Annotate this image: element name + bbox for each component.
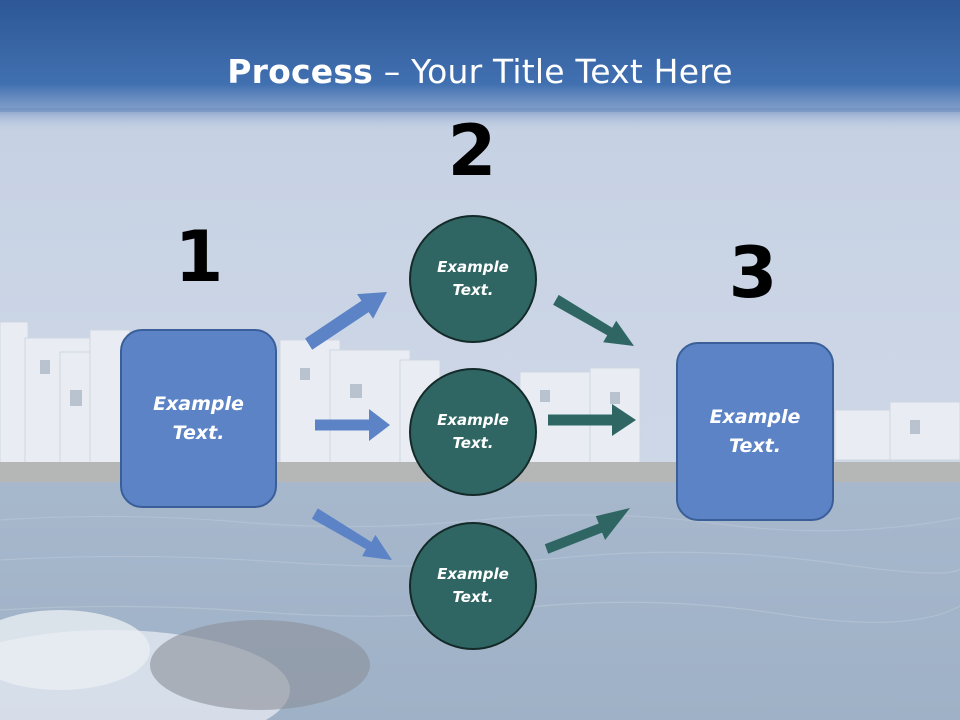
slide-title-rest: – Your Title Text Here: [373, 52, 733, 91]
arrow-from-bottom-circle: [544, 508, 630, 554]
step-number-2: 2: [447, 110, 497, 192]
step-number-3: 3: [728, 232, 778, 314]
step-1-box: Example Text.: [120, 329, 277, 508]
arrow-to-top-circle: [305, 292, 387, 350]
arrow-from-top-circle: [553, 294, 634, 346]
arrow-to-middle-circle: [315, 409, 390, 441]
step-2-circle-bottom: Example Text.: [409, 522, 537, 650]
left-arrows: [305, 292, 392, 560]
step-2-circle-top: Example Text.: [409, 215, 537, 343]
circle-middle-text: Example Text.: [437, 411, 509, 452]
arrow-from-middle-circle: [548, 404, 636, 436]
right-arrows: [544, 294, 636, 554]
step-2-circle-middle: Example Text.: [409, 368, 537, 496]
step-1-text: Example Text.: [153, 392, 244, 444]
step-number-1: 1: [174, 216, 224, 298]
slide-title: Process – Your Title Text Here: [0, 52, 960, 91]
circle-top-text: Example Text.: [437, 258, 509, 299]
slide-title-bold: Process: [227, 52, 374, 91]
arrow-to-bottom-circle: [311, 508, 392, 560]
step-3-text: Example Text.: [709, 405, 801, 457]
step-3-box: Example Text.: [676, 342, 834, 521]
circle-bottom-text: Example Text.: [437, 565, 509, 606]
